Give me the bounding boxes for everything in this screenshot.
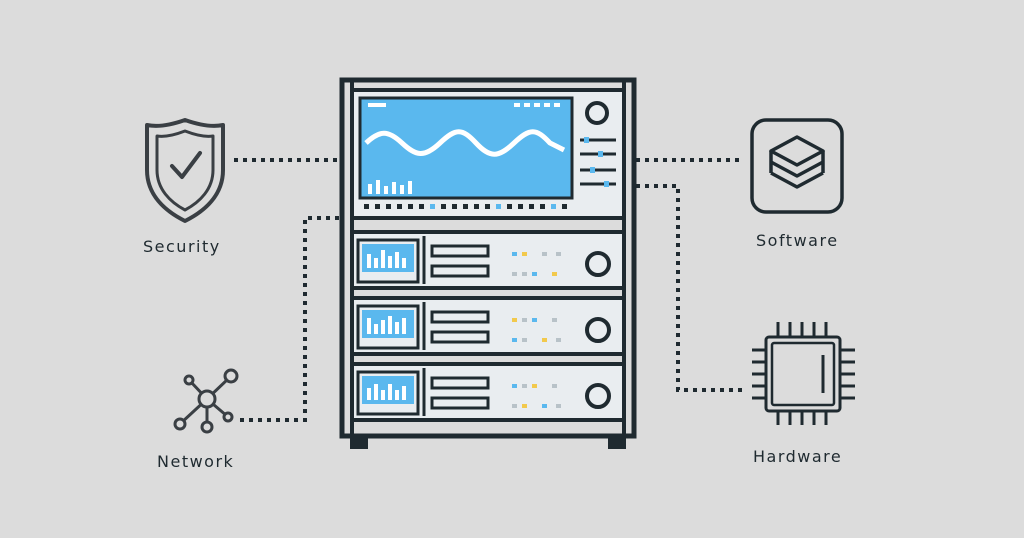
cpu-chip-icon	[752, 322, 855, 425]
server-unit-3	[350, 362, 626, 422]
connector-network	[240, 216, 340, 422]
security-label: Security	[143, 237, 221, 256]
network-label: Network	[157, 452, 235, 471]
rack-foot-left	[350, 436, 368, 449]
monitor-unit	[350, 88, 626, 220]
server-unit-2	[350, 296, 626, 356]
layers-stack-icon	[750, 118, 844, 214]
hardware-label: Hardware	[753, 447, 843, 466]
monitor-screen	[358, 96, 574, 200]
connectors	[234, 158, 744, 422]
waveform	[364, 129, 566, 157]
shield-check-icon	[145, 118, 225, 223]
monitor-knob	[585, 101, 609, 125]
server-unit-1	[350, 230, 626, 290]
software-label: Software	[756, 231, 839, 250]
server-rack	[339, 77, 637, 449]
connector-hardware	[636, 184, 744, 392]
network-nodes-icon	[173, 368, 239, 434]
rack-foot-right	[608, 436, 626, 449]
